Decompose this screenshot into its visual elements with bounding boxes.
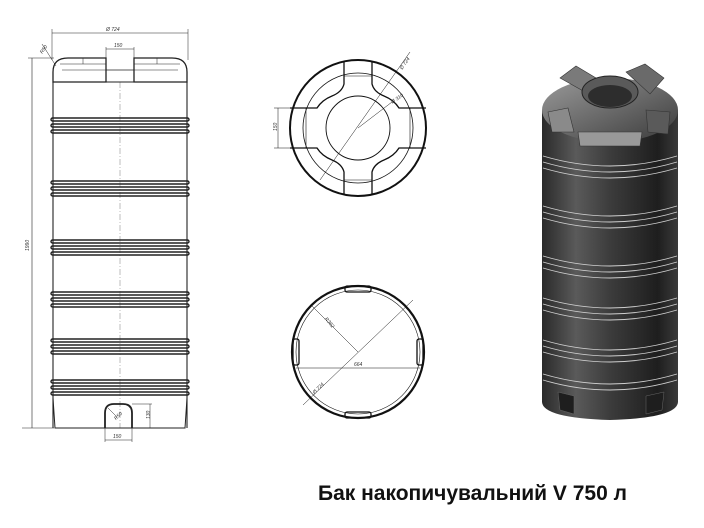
dim-top-inner-diameter: Ø 310 bbox=[389, 93, 405, 106]
rib-group bbox=[50, 239, 190, 256]
dim-height: 1990 bbox=[25, 240, 31, 251]
dim-hatch-width: 150 bbox=[114, 43, 123, 49]
rib-group bbox=[50, 180, 190, 197]
rib-group bbox=[50, 338, 190, 355]
top-view: Ø 724 Ø 310 150 bbox=[273, 51, 427, 197]
dim-outlet-width: 150 bbox=[113, 434, 122, 440]
dim-outlet-height: 130 bbox=[146, 410, 152, 419]
dim-outlet-radius: R50 bbox=[113, 411, 124, 422]
dim-diameter-top: Ø 724 bbox=[105, 27, 120, 33]
tank-title: Бак накопичувальний V 750 л bbox=[318, 482, 627, 505]
side-view: Ø 724 150 R50 1990 bbox=[22, 27, 190, 442]
rib-group-3d bbox=[542, 155, 678, 391]
bottom-view: R362 664 Ø 724 bbox=[290, 284, 426, 420]
rib-group bbox=[50, 291, 190, 308]
dim-top-radius: R50 bbox=[39, 44, 49, 55]
rib-group bbox=[50, 117, 190, 134]
dim-top-outer-diameter: Ø 724 bbox=[398, 56, 411, 72]
dim-lug-width: 150 bbox=[273, 122, 279, 131]
dim-inner-span: 664 bbox=[354, 362, 363, 368]
dim-bottom-outer-diameter: Ø 724 bbox=[311, 382, 326, 397]
tank-3d-render bbox=[542, 63, 678, 420]
rib-group bbox=[50, 379, 190, 396]
